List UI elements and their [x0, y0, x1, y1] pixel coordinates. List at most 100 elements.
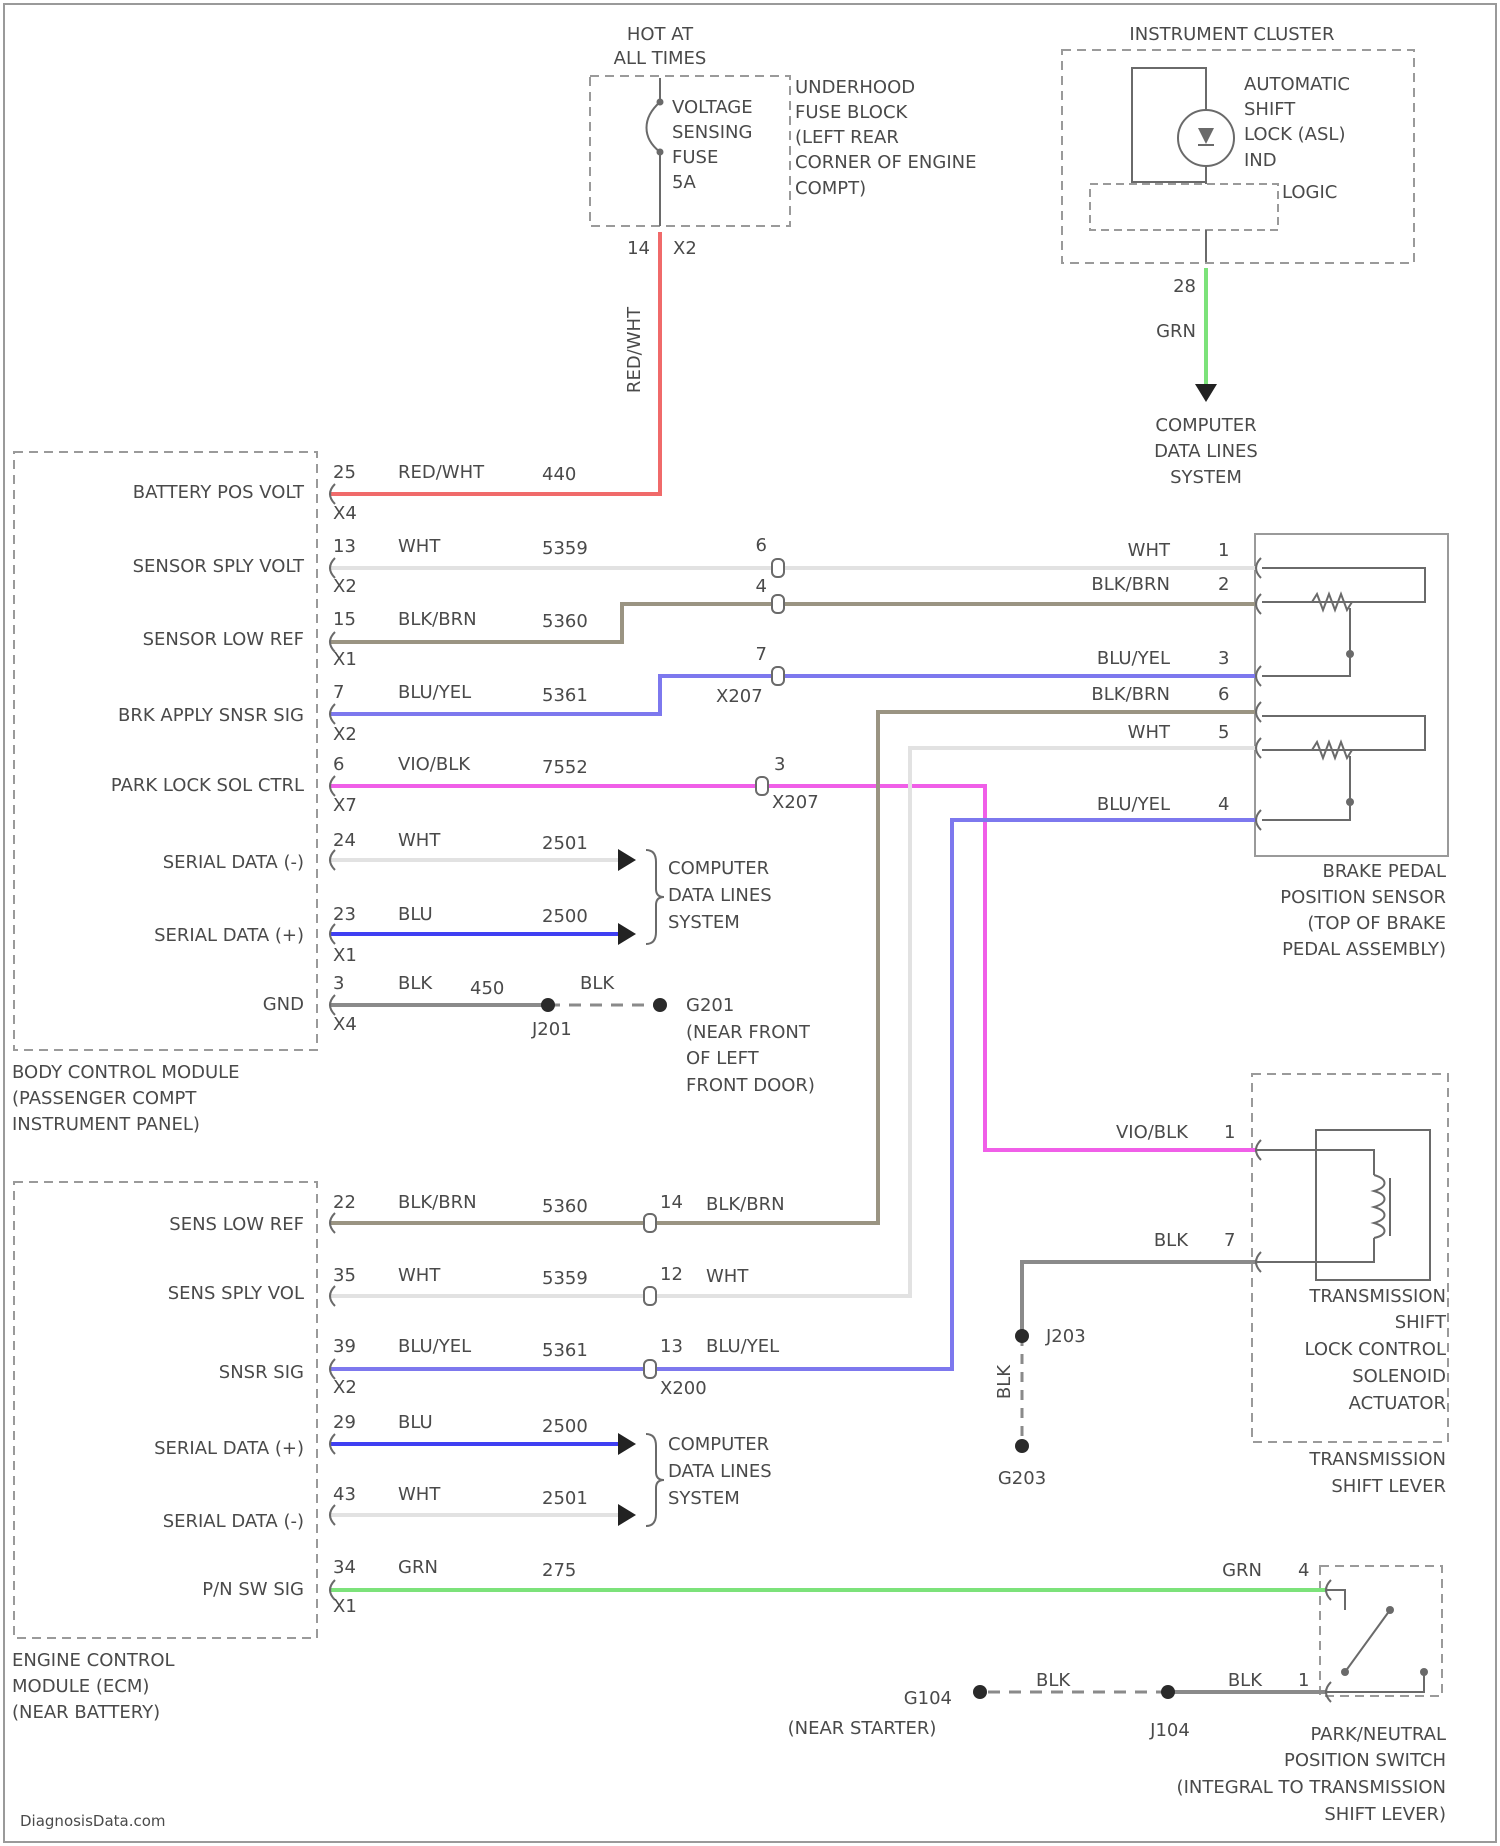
bcm-conn-x1-a: X1	[333, 649, 357, 670]
bcm-circuit-5359: 5359	[542, 538, 588, 559]
cluster-ind-4: IND	[1244, 150, 1277, 171]
ecm-label-serial-pos: SERIAL DATA (+)	[154, 1438, 304, 1459]
cluster-data-arrow-icon	[1195, 384, 1217, 402]
bps-connector-5	[1256, 810, 1261, 830]
ecm-name-2: MODULE (ECM)	[12, 1676, 149, 1697]
bcm-label-battery: BATTERY POS VOLT	[133, 482, 305, 503]
bcm-pin-6: 6	[333, 754, 344, 775]
bcm-wire-wht-serial: WHT	[398, 830, 441, 851]
fuse-name-4: 5A	[672, 172, 696, 193]
bcm-ground-wire: BLK	[580, 973, 615, 994]
bcm-name-3: INSTRUMENT PANEL)	[12, 1114, 200, 1135]
ecm-data-arrow-neg-icon	[618, 1504, 636, 1526]
splice-j201: J201	[531, 1019, 572, 1040]
ecm-wire-wht: WHT	[398, 1265, 441, 1286]
bcm-label-serial-neg: SERIAL DATA (-)	[163, 852, 304, 873]
bcm-label-gnd: GND	[263, 994, 304, 1015]
g104-location: (NEAR STARTER)	[788, 1718, 937, 1739]
pnp-pin-4: 4	[1298, 1560, 1309, 1581]
bcm-conn-x4-b: X4	[333, 1014, 357, 1035]
splice-j203-dot	[1015, 1329, 1029, 1343]
bcm-pin-7: 7	[333, 682, 344, 703]
cluster-outline	[1062, 50, 1414, 263]
x200-label: X200	[660, 1378, 707, 1399]
fuse-pin: 14	[627, 238, 650, 259]
bps-wire-5: WHT	[1128, 722, 1171, 743]
bcm-circuit-440: 440	[542, 464, 576, 485]
sensor-a-loop	[1262, 568, 1425, 602]
cluster-ind-1: AUTOMATIC	[1244, 74, 1350, 95]
ecm-wire-blkbrn: BLK/BRN	[398, 1192, 477, 1213]
ecm-circuit-2501: 2501	[542, 1488, 588, 1509]
watermark: DiagnosisData.com	[20, 1812, 166, 1830]
ecm-pin-29: 29	[333, 1412, 356, 1433]
ecm-label-serial-neg: SERIAL DATA (-)	[163, 1511, 304, 1532]
bcm-circuit-5360: 5360	[542, 611, 588, 632]
pnp-ground-wire-a: BLK	[1036, 1670, 1071, 1691]
pnp-pin-1: 1	[1298, 1670, 1309, 1691]
solenoid-coil-icon	[1374, 1175, 1385, 1238]
all-times-label: ALL TIMES	[614, 48, 707, 69]
wire-blk-solenoid	[1022, 1262, 1256, 1336]
bcm-pin-25: 25	[333, 462, 356, 483]
bcm-label-serial-pos: SERIAL DATA (+)	[154, 925, 304, 946]
ground-g104-dot	[973, 1685, 987, 1699]
ecm-label-pn-sw: P/N SW SIG	[202, 1579, 304, 1600]
bcm-wire-vioblk: VIO/BLK	[398, 754, 471, 775]
ecm-pin-35: 35	[333, 1265, 356, 1286]
splice-j203: J203	[1045, 1326, 1086, 1347]
pnp-name-2: POSITION SWITCH	[1284, 1750, 1446, 1771]
bcm-conn-x4: X4	[333, 503, 357, 524]
ecm-conn-x2: X2	[333, 1377, 357, 1398]
bcm-circuit-2501: 2501	[542, 833, 588, 854]
cluster-wire-color: GRN	[1156, 321, 1196, 342]
bcm-wire-redwht: RED/WHT	[398, 462, 485, 483]
cluster-dest-3: SYSTEM	[1170, 467, 1242, 488]
x200-pin-14: 14	[660, 1192, 683, 1213]
solenoid-name-5: ACTUATOR	[1349, 1393, 1446, 1414]
bps-pin-6: 6	[1218, 684, 1229, 705]
bps-connector-0	[1256, 558, 1261, 578]
bps-connector-2	[1256, 666, 1261, 686]
shift-lock-solenoid-actuator: TRANSMISSION SHIFT LOCK CONTROL SOLENOID…	[1252, 1074, 1448, 1497]
bcm-conn-x1-b: X1	[333, 945, 357, 966]
x207-inline-7	[772, 667, 784, 685]
bcm-circuit-450: 450	[470, 978, 504, 999]
ecm-pin-39: 39	[333, 1336, 356, 1357]
bcm-wire-blkbrn: BLK/BRN	[398, 609, 477, 630]
cluster-title: INSTRUMENT CLUSTER	[1129, 24, 1334, 45]
bcm-pin-15: 15	[333, 609, 356, 630]
bcm-label-park-lock: PARK LOCK SOL CTRL	[111, 775, 304, 796]
bcm-data-dest-3: SYSTEM	[668, 912, 740, 933]
bps-wire-2: BLK/BRN	[1091, 574, 1170, 595]
brake-sensor-name-4: PEDAL ASSEMBLY)	[1282, 939, 1446, 960]
ground-g203: G203	[998, 1468, 1046, 1489]
bps-wire-6: BLK/BRN	[1091, 684, 1170, 705]
sol-pin-1: 1	[1224, 1122, 1235, 1143]
ecm-pin-34: 34	[333, 1557, 356, 1578]
cluster-logic-label: LOGIC	[1282, 182, 1337, 203]
ecm-wire-blu: BLU	[398, 1412, 433, 1433]
bcm-data-brace	[646, 850, 664, 944]
solenoid-pnp-labels: VIO/BLK 1 BLK 7 J203 BLK G203 GRN 4 BLK …	[788, 1122, 1310, 1741]
ecm-circuit-5359: 5359	[542, 1268, 588, 1289]
ecm-pin-labels: SENS LOW REF SENS SPLY VOL SNSR SIG SERI…	[154, 1192, 784, 1617]
bcm-outline	[14, 452, 317, 1050]
solenoid-name-2: SHIFT	[1395, 1312, 1447, 1333]
splice-j104-dot	[1161, 1685, 1175, 1699]
ecm-pin-22: 22	[333, 1192, 356, 1213]
fuse-wire-color: RED/WHT	[624, 306, 645, 393]
x207-inline-3	[756, 777, 768, 795]
x207-label-b: X207	[772, 792, 819, 813]
pnp-wire-4: GRN	[1222, 1560, 1262, 1581]
bps-wire-3: BLU/YEL	[1097, 648, 1170, 669]
cluster-ind-3: LOCK (ASL)	[1244, 124, 1345, 145]
g201-loc-2: OF LEFT	[686, 1048, 760, 1069]
splice-j201-dot	[541, 998, 555, 1012]
fuse-connector: X2	[673, 238, 697, 259]
cluster-pin: 28	[1173, 276, 1196, 297]
bcm-pin-24: 24	[333, 830, 356, 851]
pnp-name-3: (INTEGRAL TO TRANSMISSION	[1177, 1777, 1446, 1798]
bcm-wire-bluyel: BLU/YEL	[398, 682, 471, 703]
